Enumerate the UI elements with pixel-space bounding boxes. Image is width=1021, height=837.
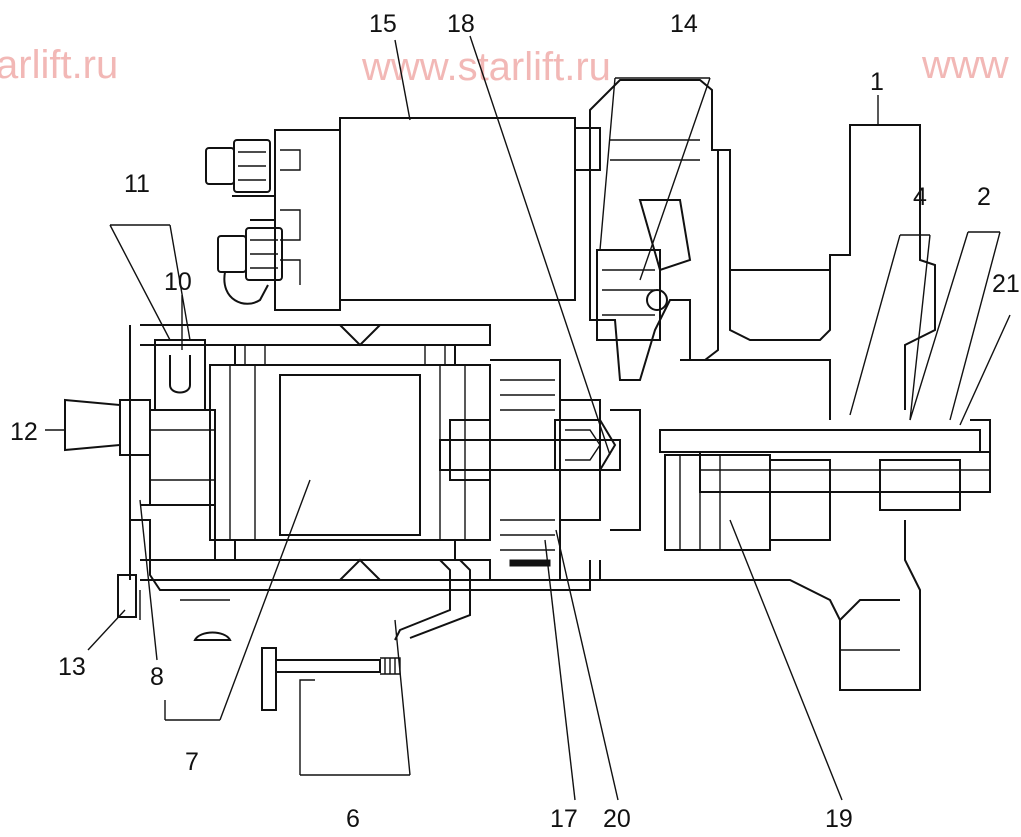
callout-labels: 15 18 14 1 4 2 21 11 10 12 13 8 7 6 17 2…	[10, 10, 1020, 833]
label-6: 6	[346, 805, 360, 833]
label-2: 2	[977, 183, 991, 211]
label-20: 20	[603, 805, 631, 833]
label-13: 13	[58, 653, 86, 681]
label-21: 21	[992, 270, 1020, 298]
label-7: 7	[185, 748, 199, 776]
label-11: 11	[124, 170, 150, 198]
label-1: 1	[870, 68, 884, 96]
label-8: 8	[150, 663, 164, 691]
label-17: 17	[550, 805, 578, 833]
label-4: 4	[913, 183, 927, 211]
drawing-body	[64, 79, 991, 711]
watermark-right: www	[921, 43, 1009, 87]
label-15: 15	[369, 10, 397, 38]
label-19: 19	[825, 805, 853, 833]
label-12: 12	[10, 418, 38, 446]
label-18: 18	[447, 10, 475, 38]
watermark-left: arlift.ru	[0, 43, 118, 87]
label-10: 10	[164, 268, 192, 296]
leader-lines	[45, 35, 1011, 801]
label-14: 14	[670, 10, 698, 38]
